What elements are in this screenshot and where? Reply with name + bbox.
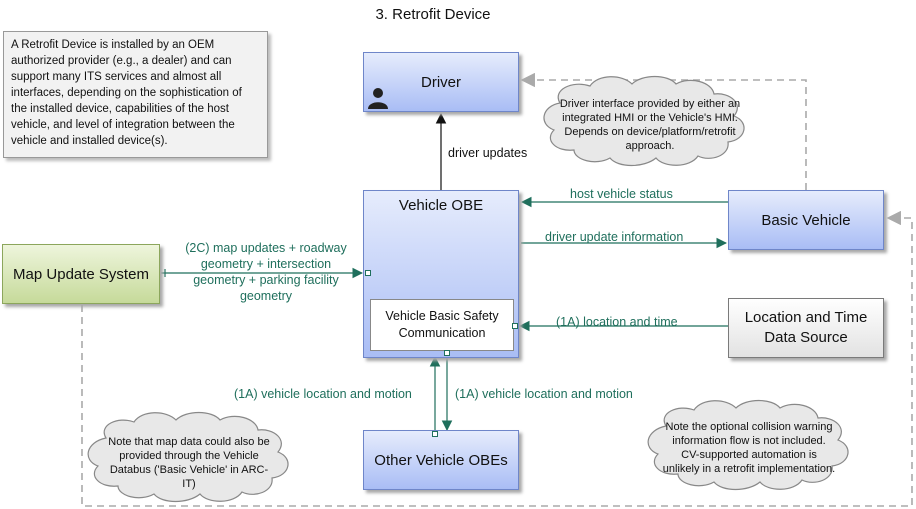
map-update-system-node[interactable]: Map Update System: [2, 244, 160, 304]
flow-label-vlm-right: (1A) vehicle location and motion: [455, 387, 633, 401]
location-time-label: Location and Time Data Source: [744, 309, 868, 346]
port-map-updates: [365, 270, 371, 276]
page-title: 3. Retrofit Device: [375, 6, 491, 23]
vbsc-node[interactable]: Vehicle Basic Safety Communication: [370, 299, 514, 351]
description-note: A Retrofit Device is installed by an OEM…: [3, 31, 268, 158]
map-update-system-label: Map Update System: [13, 265, 149, 283]
flow-label-location-and-time: (1A) location and time: [556, 315, 678, 329]
port-vbsc-bottom: [444, 350, 450, 356]
other-obes-label: Other Vehicle OBEs: [374, 451, 508, 469]
driver-node[interactable]: Driver: [363, 52, 519, 112]
port-other-obes-top: [432, 431, 438, 437]
cloud-text-collision-warning: Note the optional collision warning info…: [662, 421, 836, 475]
flow-label-driver-updates: driver updates: [448, 146, 528, 160]
basic-vehicle-node[interactable]: Basic Vehicle: [728, 190, 884, 250]
location-time-node[interactable]: Location and Time Data Source: [728, 298, 884, 358]
boundary-line-map: [81, 210, 913, 507]
cloud-collision-warning: [647, 399, 849, 491]
basic-vehicle-label: Basic Vehicle: [761, 211, 851, 229]
port-location-time: [512, 323, 518, 329]
cloud-map-data: [87, 411, 289, 503]
boundary-line-driver: [520, 72, 807, 190]
vbsc-label: Vehicle Basic Safety Communication: [385, 309, 499, 340]
person-icon: [368, 88, 388, 109]
cloud-text-map-data: Note that map data could also be provide…: [108, 436, 270, 490]
flow-label-vlm-left: (1A) vehicle location and motion: [234, 387, 412, 401]
flow-label-driver-update-information: driver update information: [545, 230, 684, 244]
cloud-driver-interface: [543, 75, 745, 167]
cloud-text-driver-interface: Driver interface provided by either an i…: [559, 98, 741, 152]
driver-label: Driver: [421, 73, 461, 91]
other-obes-node[interactable]: Other Vehicle OBEs: [363, 430, 519, 490]
vehicle-obe-label: Vehicle OBE: [398, 197, 484, 214]
flow-label-map-updates: (2C) map updates + roadway geometry + in…: [185, 241, 347, 303]
flow-label-host-vehicle-status: host vehicle status: [570, 187, 673, 201]
